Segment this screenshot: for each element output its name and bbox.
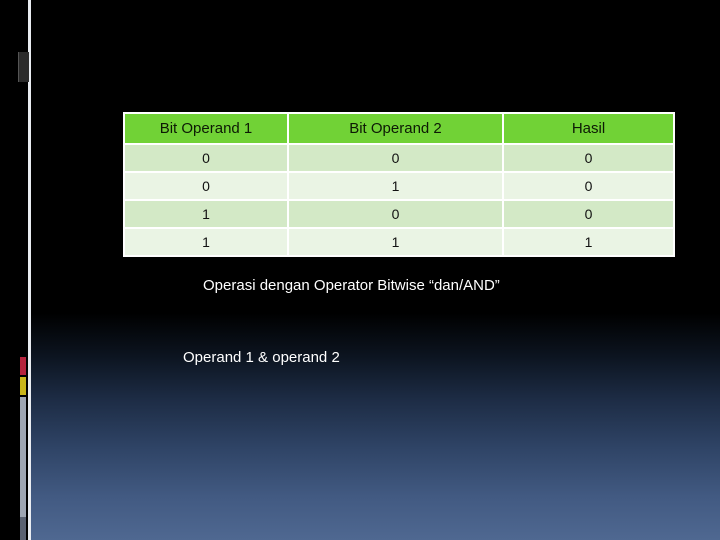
table-cell: 0 (502, 143, 675, 173)
accent-bar-yellow (20, 377, 26, 395)
table-row: 1 1 1 (123, 227, 675, 257)
table-cell: 0 (502, 199, 675, 229)
header-hasil: Hasil (502, 112, 675, 145)
table-cell: 1 (287, 171, 504, 201)
slide-background (30, 0, 720, 540)
table-cell: 0 (123, 143, 289, 173)
table-caption: Operasi dengan Operator Bitwise “dan/AND… (203, 277, 500, 294)
expression-text: Operand 1 & operand 2 (183, 349, 340, 366)
accent-bar-gray (20, 397, 26, 517)
accent-bar-dark (20, 517, 26, 540)
truth-table: Bit Operand 1 Bit Operand 2 Hasil 0 0 0 … (123, 112, 675, 257)
header-bit-operand-2: Bit Operand 2 (287, 112, 504, 145)
table-header-row: Bit Operand 1 Bit Operand 2 Hasil (123, 112, 675, 145)
left-strip-edge (28, 0, 31, 540)
table-cell: 1 (123, 199, 289, 229)
title-marker (18, 52, 29, 82)
table-row: 0 0 0 (123, 143, 675, 173)
table-row: 1 0 0 (123, 199, 675, 229)
title-marker-edge (18, 52, 29, 82)
table-row: 0 1 0 (123, 171, 675, 201)
table-cell: 0 (502, 171, 675, 201)
table-cell: 1 (123, 227, 289, 257)
accent-bar-red (20, 357, 26, 375)
table-cell: 0 (287, 199, 504, 229)
table-cell: 0 (287, 143, 504, 173)
table-cell: 1 (502, 227, 675, 257)
header-bit-operand-1: Bit Operand 1 (123, 112, 289, 145)
table-cell: 1 (287, 227, 504, 257)
table-cell: 0 (123, 171, 289, 201)
